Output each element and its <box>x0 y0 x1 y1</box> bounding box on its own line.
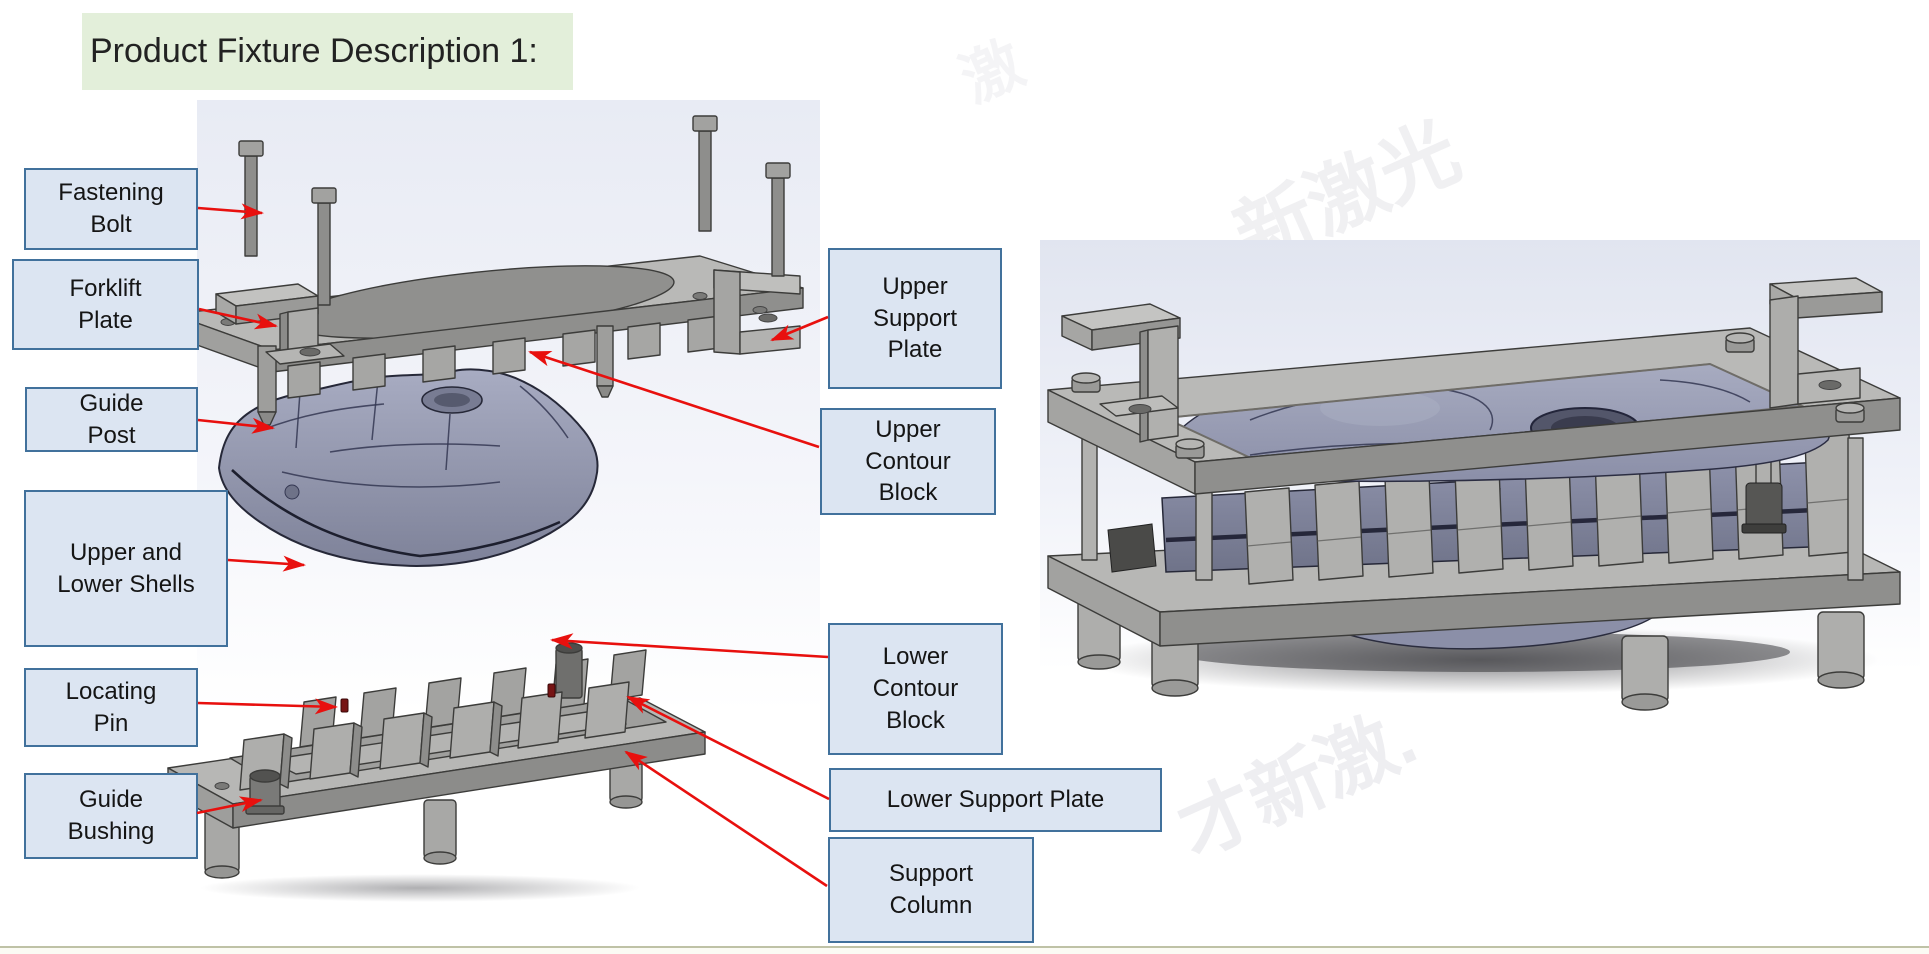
callout-upper-support-plate: Upper Support Plate <box>828 248 1002 389</box>
guide-bushing-part <box>245 769 285 815</box>
callout-label: Guide Bushing <box>67 786 155 845</box>
callout-support-column: Support Column <box>828 837 1034 943</box>
assembled-view-illustration <box>1040 240 1920 711</box>
callout-lower-support-plate: Lower Support Plate <box>829 768 1162 832</box>
callout-locating-pin: Locating Pin <box>24 668 198 747</box>
callout-label: Lower Support Plate <box>886 786 1105 814</box>
callout-upper-contour-block: Upper Contour Block <box>820 408 996 515</box>
exploded-view-illustration <box>167 100 820 902</box>
callout-forklift-plate: Forklift Plate <box>12 259 199 350</box>
callout-label: Locating Pin <box>65 677 157 737</box>
callout-label: Upper Contour Block <box>865 415 951 507</box>
upper-support-plate-part <box>1047 327 1901 495</box>
support-column-part <box>1077 597 1865 711</box>
callout-label: Upper and Lower Shells <box>57 538 195 598</box>
callout-label: Guide Post <box>79 389 144 449</box>
guide-post-part <box>1081 434 1864 581</box>
callout-fastening-bolt: Fastening Bolt <box>24 168 198 250</box>
callout-lower-contour-block: Lower Contour Block <box>828 623 1003 755</box>
page-title-text: Product Fixture Description 1: <box>90 32 538 70</box>
watermark-text: 激 <box>951 29 1034 115</box>
callout-label: Lower Contour Block <box>872 643 959 734</box>
callout-label: Upper Support Plate <box>872 272 958 364</box>
callout-guide-post: Guide Post <box>25 387 198 452</box>
page-title: Product Fixture Description 1: <box>82 13 573 90</box>
fastening-bolt-part <box>1071 332 1865 459</box>
forklift-plate-part <box>1061 303 1181 443</box>
locating-pin-part <box>340 683 556 713</box>
callout-upper-and-lower-shells: Upper and Lower Shells <box>24 490 228 647</box>
drop-shadow <box>200 874 640 902</box>
guide-bushing-part <box>555 642 583 699</box>
guide-bushing-part <box>1107 482 1787 573</box>
slide-bottom-divider <box>0 946 1929 954</box>
fastening-bolt-part <box>238 115 791 306</box>
callout-label: Support Column <box>888 860 974 919</box>
callout-label: Forklift Plate <box>69 274 142 334</box>
forklift-plate-part <box>1769 277 1883 409</box>
callout-label: Fastening Bolt <box>58 179 164 238</box>
callout-guide-bushing: Guide Bushing <box>24 773 198 859</box>
